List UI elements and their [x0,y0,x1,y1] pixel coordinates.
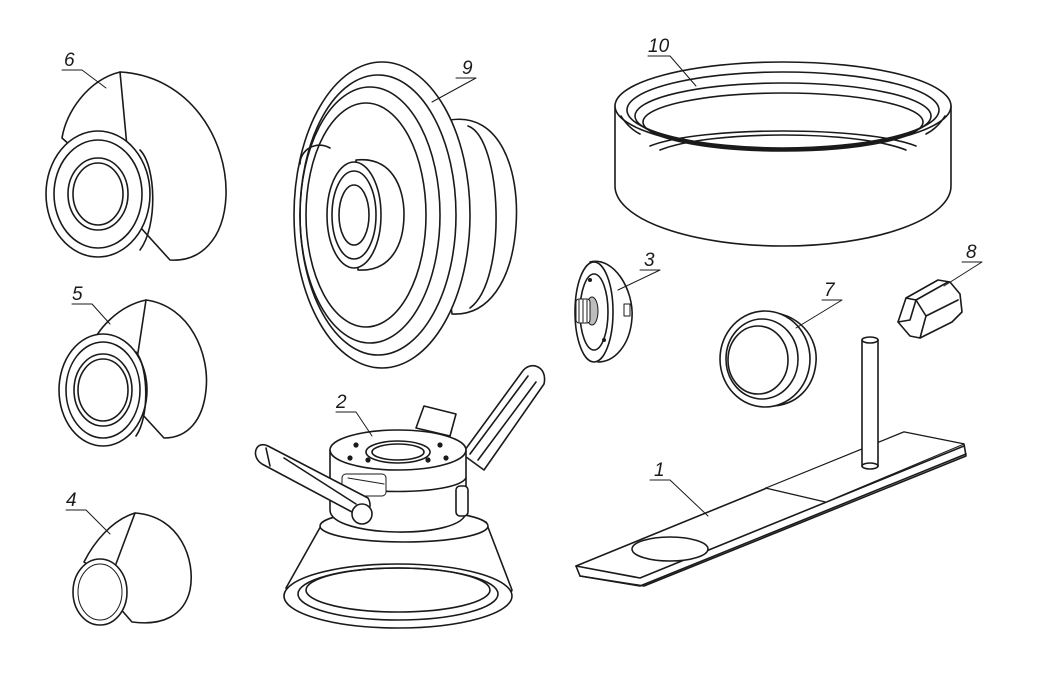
callout-5: 5 [72,284,83,305]
part-7-small-ring [719,310,817,408]
callout-2: 2 [335,392,347,413]
part-9-flanged-hub [293,61,518,369]
part-3-spindle-disc [574,260,633,363]
callout-1: 1 [654,460,665,481]
callout-8: 8 [966,242,977,263]
callout-3: 3 [644,250,655,271]
part-1-base-plate [575,336,967,587]
part-5-cone-medium [58,299,208,447]
part-10-large-ring [614,61,952,247]
callout-4: 4 [66,490,77,511]
callout-6: 6 [64,50,75,71]
callout-9: 9 [462,58,473,79]
callout-10: 10 [648,36,670,57]
part-4-cone-small [72,512,192,626]
callout-7: 7 [824,280,836,301]
part-6-cone-large [45,71,227,261]
part-8-hex-nut [897,279,963,339]
callout-leaders [61,55,983,535]
part-2-wing-clamp [254,364,546,629]
callout-numbers: 6 5 4 9 10 3 7 8 2 1 [64,36,977,511]
